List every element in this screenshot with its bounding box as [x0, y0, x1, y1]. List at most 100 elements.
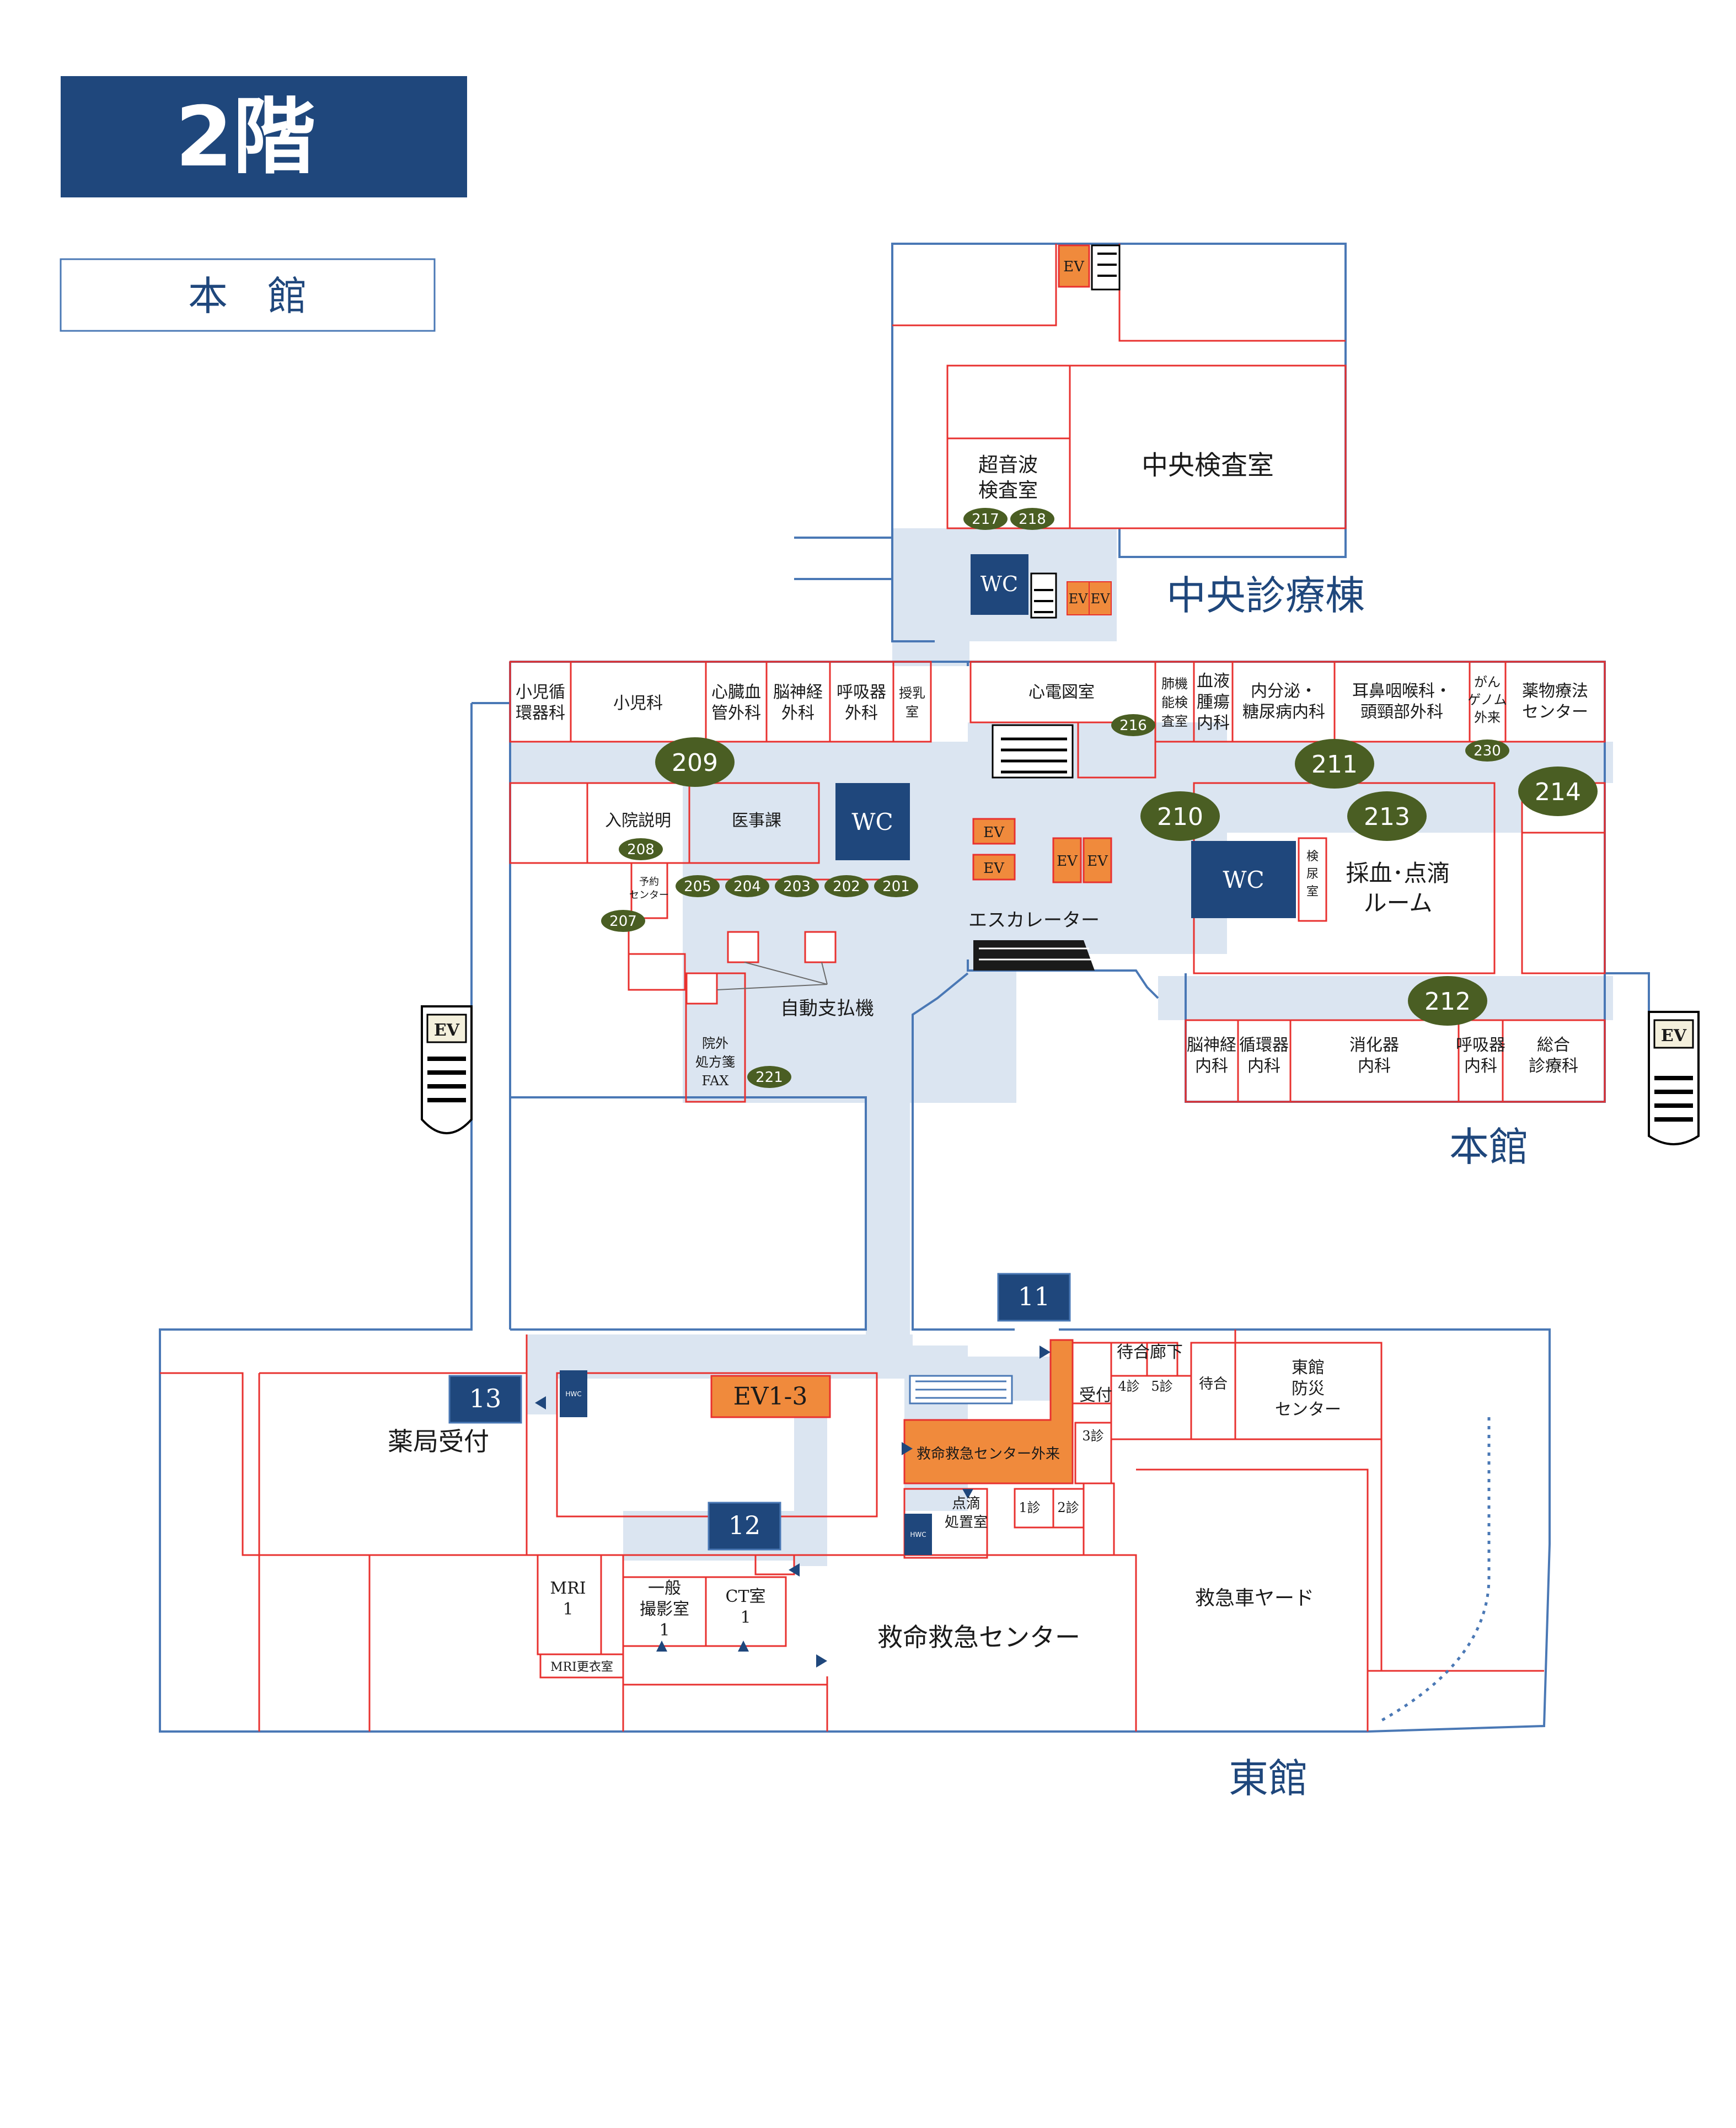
ev-east-label: EV — [1661, 1026, 1687, 1046]
ev-boxes: EV EV EV EV EV EV EV EV1-3 — [710, 244, 1112, 1418]
room-label-waiting-corridor: 待合廊下 — [1117, 1343, 1183, 1362]
room-label-nursing: 授乳室 — [899, 685, 925, 720]
room-label-lung-function: 肺機能検査室 — [1161, 676, 1188, 729]
room-number-216: 216 — [1111, 714, 1155, 736]
room-number-201: 201 — [874, 875, 918, 897]
svg-text:EV: EV — [1057, 853, 1078, 870]
room-label-resp-surgery: 呼吸器外科 — [837, 683, 886, 723]
room-number-218: 218 — [1010, 508, 1054, 530]
svg-text:202: 202 — [833, 878, 860, 895]
room-label-pediatrics: 小児科 — [613, 694, 663, 713]
escalator-icon — [973, 940, 1095, 971]
room-label-admission: 入院説明 — [605, 811, 671, 830]
room-label-ultrasound: 超音波検査室 — [978, 454, 1038, 502]
room-label-payment: 自動支払機 — [780, 998, 874, 1020]
svg-text:HWC: HWC — [910, 1531, 926, 1539]
room-label-exam3: 3診 — [1082, 1428, 1103, 1444]
room-number-209: 209 — [655, 737, 735, 787]
svg-text:207: 207 — [609, 913, 637, 930]
room-label-pharmacotherapy: 薬物療法センター — [1522, 682, 1588, 722]
room-number-221: 221 — [747, 1066, 791, 1088]
room-label-drip: 点滴処置室 — [945, 1496, 988, 1531]
room-number-205: 205 — [676, 875, 720, 897]
stair-icon-east — [909, 1375, 1013, 1405]
room-number-214: 214 — [1518, 766, 1598, 816]
room-label-mri-changing: MRI更衣室 — [550, 1660, 613, 1674]
room-label-cardio-surgery: 心臓血管外科 — [711, 683, 761, 723]
svg-text:201: 201 — [882, 878, 910, 895]
ev-stair-west: EV — [421, 1005, 473, 1134]
svg-text:218: 218 — [1019, 511, 1046, 528]
floor-title-banner — [61, 76, 467, 197]
room-number-203: 203 — [775, 875, 819, 897]
ev-stair-east: EV — [1648, 1011, 1700, 1145]
svg-text:EV: EV — [1087, 853, 1108, 870]
room-label-ent: 耳鼻咽喉科・頭頸部外科 — [1352, 682, 1451, 722]
room-label-cardiology: 循環器内科 — [1239, 1036, 1289, 1076]
svg-text:205: 205 — [684, 878, 711, 895]
direction-arrows — [535, 1346, 1051, 1668]
svg-text:203: 203 — [783, 878, 811, 895]
room-number-230: 230 — [1465, 739, 1509, 762]
room-label-exam2: 2診 — [1057, 1500, 1079, 1515]
room-number-210: 210 — [1140, 791, 1220, 841]
room-label-central-lab: 中央検査室 — [1142, 450, 1274, 481]
svg-text:211: 211 — [1311, 751, 1358, 779]
building-label-box — [60, 258, 436, 332]
building-main: 本館 — [1449, 1124, 1529, 1170]
er-outpatient-label: 救命救急センター外来 — [917, 1446, 1060, 1462]
room-label-ecg: 心電図室 — [1028, 683, 1095, 702]
room-label-disaster-center: 東館防災センター — [1275, 1358, 1341, 1419]
payment-kiosks — [685, 931, 837, 1005]
entrance-markers[interactable]: 11 12 13 — [448, 1273, 1071, 1551]
room-badges: 2012022032042052072082092102112122132142… — [601, 508, 1598, 1088]
room-label-pediatric-cardio: 小児循環器科 — [516, 683, 565, 723]
room-label-hematology: 血液腫瘍内科 — [1197, 672, 1230, 733]
er-outpatient-area — [903, 1339, 1074, 1484]
yard-boundary-dotted — [1380, 1417, 1491, 1722]
entrance-12: 12 — [728, 1510, 761, 1540]
room-number-204: 204 — [725, 875, 769, 897]
svg-text:WC: WC — [980, 572, 1018, 596]
room-label-blood-draw: 採血･点滴ルーム — [1346, 860, 1450, 916]
svg-text:212: 212 — [1424, 988, 1471, 1016]
room-label-exam5: 5診 — [1151, 1379, 1172, 1394]
svg-text:EV: EV — [1091, 591, 1111, 607]
room-label-exam4: 4診 — [1118, 1379, 1139, 1394]
room-label-medical-affairs: 医事課 — [732, 811, 781, 830]
stair-icon-top — [1091, 244, 1121, 291]
room-number-207: 207 — [601, 910, 645, 932]
room-number-212: 212 — [1408, 976, 1487, 1026]
svg-text:214: 214 — [1535, 778, 1581, 806]
room-number-202: 202 — [824, 875, 869, 897]
room-label-emergency-center: 救命救急センター — [877, 1622, 1080, 1652]
room-label-neurosurgery: 脳神経外科 — [773, 683, 823, 723]
room-label-exam1: 1診 — [1019, 1500, 1040, 1515]
svg-text:221: 221 — [756, 1069, 783, 1086]
room-label-ambulance-yard: 救急車ヤード — [1195, 1587, 1314, 1610]
room-number-208: 208 — [619, 838, 663, 860]
room-label-neurology: 脳神経内科 — [1187, 1036, 1236, 1076]
escalator-label: エスカレーター — [968, 909, 1100, 931]
entrance-11: 11 — [1018, 1282, 1051, 1311]
room-label-pharmacy: 薬局受付 — [388, 1427, 489, 1456]
entrance-13: 13 — [469, 1384, 502, 1413]
room-label-reservation: 予約センター — [629, 876, 669, 901]
room-label-gastro: 消化器内科 — [1349, 1036, 1399, 1076]
building-east: 東館 — [1229, 1755, 1308, 1802]
svg-text:HWC: HWC — [565, 1390, 581, 1398]
room-label-reception: 受付 — [1079, 1386, 1112, 1405]
room-label-cancer-genome: がんゲノム外来 — [1467, 674, 1507, 725]
svg-text:210: 210 — [1157, 803, 1203, 831]
room-number-217: 217 — [963, 508, 1008, 530]
svg-text:230: 230 — [1474, 743, 1501, 759]
room-label-urine: 検尿室 — [1306, 850, 1319, 899]
svg-text:WC: WC — [851, 808, 893, 835]
svg-text:WC: WC — [1223, 866, 1264, 893]
svg-text:204: 204 — [733, 878, 761, 895]
payment-pointer-lines — [716, 962, 828, 990]
